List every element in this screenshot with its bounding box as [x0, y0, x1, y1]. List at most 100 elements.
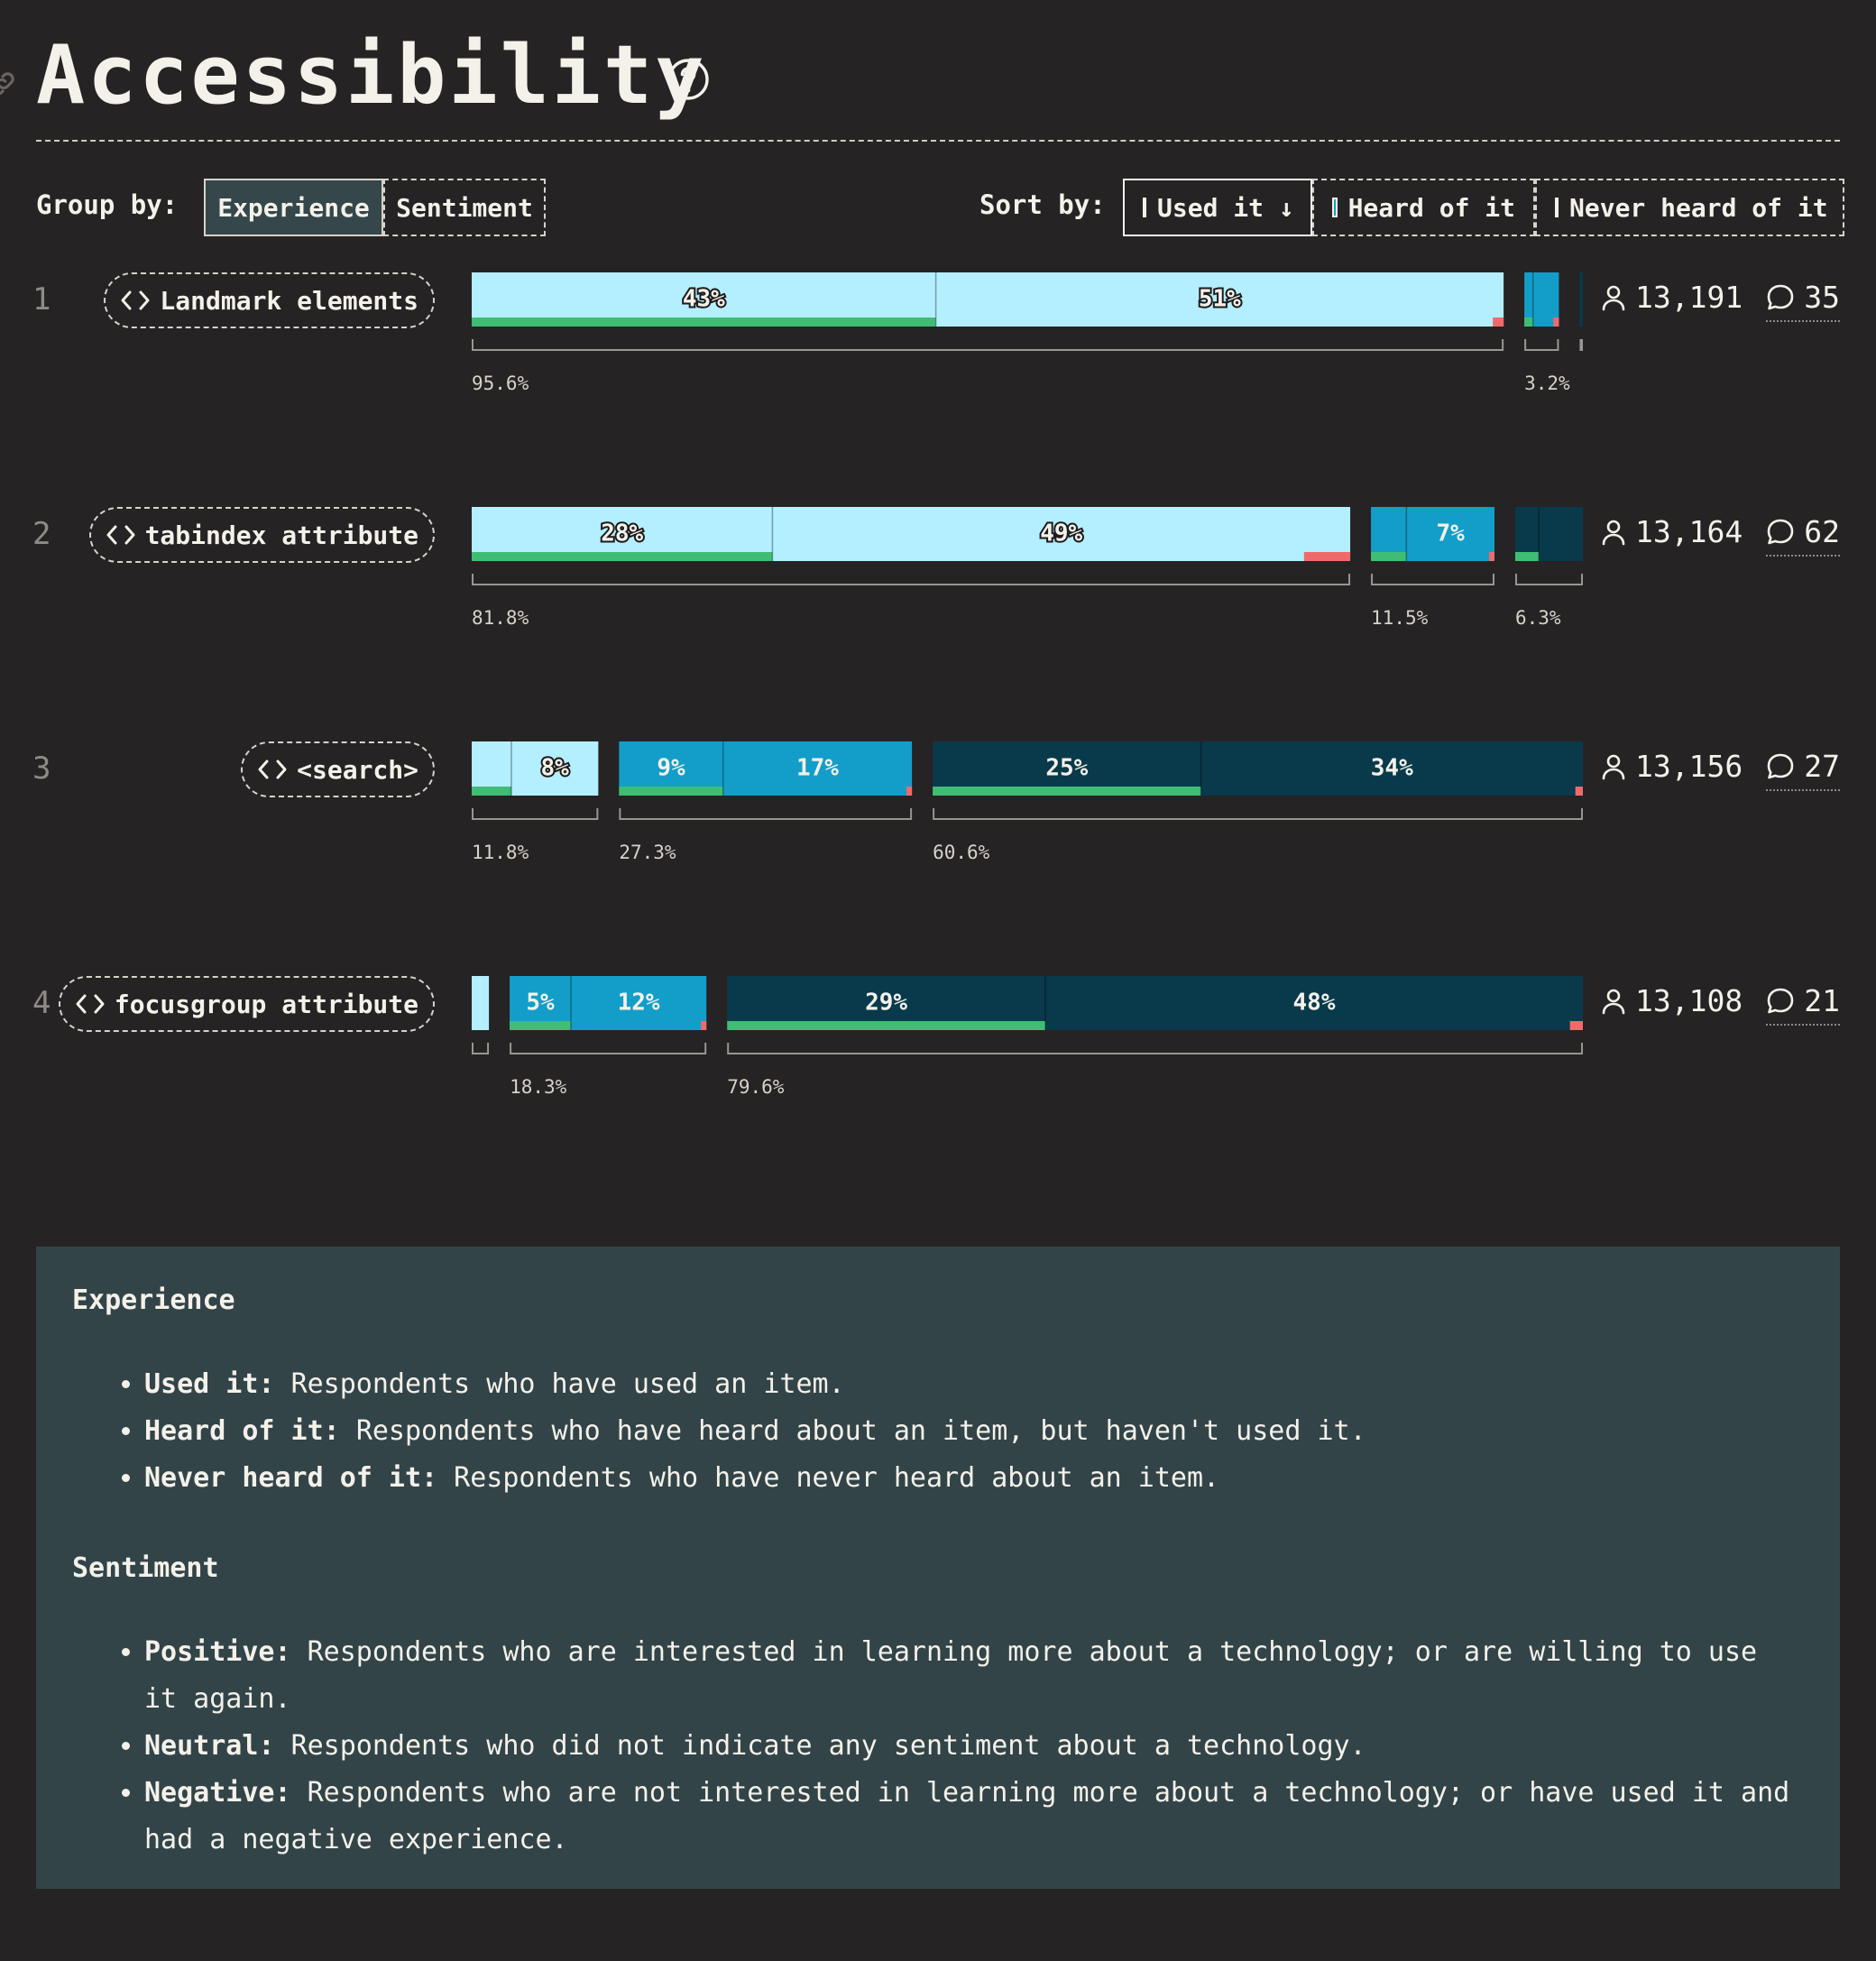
legend-description: Respondents who have used an item.	[290, 1368, 845, 1400]
negative-sentiment-mark	[1303, 552, 1351, 561]
legend-description: Respondents who are not interested in le…	[144, 1777, 1790, 1855]
segment-total-label: 11.5%	[1371, 607, 1429, 629]
positive-sentiment-mark	[1371, 552, 1407, 561]
legend-term: Heard of it:	[144, 1415, 340, 1447]
segment-total-label: 81.8%	[472, 607, 529, 629]
tech-name-chip[interactable]: focusgroup attribute	[58, 976, 435, 1032]
group-by-experience-button[interactable]: Experience	[204, 179, 383, 236]
legend-item-never-heard: Never heard of it: Respondents who have …	[144, 1455, 1804, 1502]
comment-count: 62	[1804, 514, 1840, 549]
legend-item-used-it: Used it: Respondents who have used an it…	[144, 1361, 1804, 1408]
segment-bracket	[472, 1043, 490, 1054]
segment-total-label: 95.6%	[472, 373, 529, 394]
segment-bracket	[933, 808, 1583, 820]
sort-never-heard-button[interactable]: Never heard of it	[1535, 179, 1844, 236]
tech-name: tabindex attribute	[144, 520, 418, 550]
legend-description: Respondents who have never heard about a…	[454, 1462, 1220, 1494]
legend-experience-list: Used it: Respondents who have used an it…	[72, 1361, 1804, 1502]
bar-segment-heard-of-it[interactable]: 5%12%18.3%	[510, 976, 707, 1098]
bar-segment-heard-of-it[interactable]: 9%17%27.3%	[619, 741, 913, 863]
comment-count: 21	[1804, 983, 1840, 1018]
positive-sentiment-mark	[933, 787, 1201, 796]
segment-bracket	[510, 1043, 707, 1054]
legend-term: Neutral:	[144, 1730, 275, 1762]
segment-percent-label: 48%	[1293, 990, 1336, 1017]
bar-segment-used-it[interactable]: 28%49%81.8%	[472, 507, 1351, 629]
negative-sentiment-mark	[701, 1021, 707, 1030]
bar-segment-heard-of-it[interactable]: 7%11.5%	[1371, 507, 1494, 629]
respondent-count-value: 13,156	[1635, 749, 1743, 784]
sort-used-it-button[interactable]: Used it ↓	[1123, 179, 1312, 236]
segment-percent-label: 5%	[526, 990, 555, 1017]
code-brackets-icon	[121, 290, 150, 310]
legend-item-negative: Negative: Respondents who are not intere…	[144, 1770, 1804, 1864]
tech-name-chip[interactable]: Landmark elements	[104, 272, 435, 328]
bar-segment-heard-of-it[interactable]: 3.2%	[1524, 272, 1570, 394]
bar-segment-used-it[interactable]: 8%11.8%	[472, 741, 599, 863]
comments-link[interactable]: 27	[1766, 749, 1840, 791]
tech-name-chip[interactable]: tabindex attribute	[88, 507, 435, 563]
never-heard-swatch	[1555, 198, 1559, 217]
segment-percent-label: 51%	[1199, 286, 1241, 313]
segment-bracket	[472, 339, 1504, 351]
negative-sentiment-mark	[1575, 787, 1583, 796]
segment-bracket	[619, 808, 913, 820]
comments-link[interactable]: 35	[1766, 280, 1840, 322]
segment-fill	[1579, 272, 1583, 327]
sort-heard-of-it-label: Heard of it	[1347, 192, 1515, 223]
group-by-toggle: Experience Sentiment	[204, 179, 546, 236]
bar-segment-never-heard-of-it[interactable]: 25%34%60.6%	[933, 741, 1583, 863]
row-rank: 4	[32, 985, 51, 1021]
group-by-label: Group by:	[36, 189, 179, 220]
negative-sentiment-mark	[1553, 318, 1559, 327]
positive-sentiment-mark	[1524, 318, 1533, 327]
segment-percent-label: 43%	[683, 286, 725, 313]
experience-bar-chart: 8%11.8%9%17%27.3%25%34%60.6%	[472, 741, 1583, 863]
tech-name-chip[interactable]: <search>	[241, 741, 435, 797]
speech-bubble-icon	[1767, 519, 1794, 544]
segment-bracket	[1371, 574, 1494, 585]
negative-sentiment-mark	[1493, 318, 1504, 327]
segment-percent-label: 25%	[1045, 755, 1088, 782]
bar-segment-never-heard-of-it[interactable]: 6.3%	[1514, 507, 1583, 629]
comments-link[interactable]: 62	[1766, 514, 1840, 557]
user-icon	[1602, 989, 1625, 1014]
bar-segment-never-heard-of-it[interactable]	[1579, 272, 1583, 351]
user-icon	[1602, 754, 1625, 779]
comments-link[interactable]: 21	[1766, 983, 1840, 1026]
help-circle-icon[interactable]	[666, 57, 711, 102]
used-it-swatch	[1143, 198, 1146, 217]
legend-panel: Experience Used it: Respondents who have…	[36, 1247, 1840, 1889]
segment-percent-label: 29%	[865, 990, 907, 1017]
bar-segment-used-it[interactable]	[472, 976, 490, 1054]
positive-sentiment-mark	[472, 787, 512, 796]
legend-term: Positive:	[144, 1636, 291, 1668]
group-by-sentiment-button[interactable]: Sentiment	[383, 179, 546, 236]
tech-row: 3<search>8%11.8%9%17%27.3%25%34%60.6%13,…	[0, 741, 1876, 922]
bar-segment-used-it[interactable]: 43% 51% 95.6%	[472, 272, 1504, 394]
experience-bar-chart: 43% 51% 95.6% 3.2%	[472, 272, 1583, 394]
legend-description: Respondents who are interested in learni…	[144, 1636, 1758, 1715]
positive-sentiment-mark	[472, 552, 773, 561]
sort-heard-of-it-button[interactable]: Heard of it	[1312, 179, 1535, 236]
segment-bracket	[1514, 574, 1583, 585]
legend-item-heard-of-it: Heard of it: Respondents who have heard …	[144, 1408, 1804, 1455]
row-rank: 1	[32, 281, 51, 318]
code-brackets-icon	[106, 525, 135, 545]
bar-segment-never-heard-of-it[interactable]: 29%48%79.6%	[727, 976, 1583, 1098]
speech-bubble-icon	[1767, 753, 1794, 778]
respondent-count-value: 13,191	[1635, 280, 1743, 315]
positive-sentiment-mark	[727, 1021, 1046, 1030]
segment-bracket	[472, 574, 1351, 585]
sort-never-heard-label: Never heard of it	[1569, 192, 1828, 223]
legend-term: Used it:	[144, 1368, 275, 1400]
segment-bracket	[1579, 339, 1583, 351]
speech-bubble-icon	[1767, 284, 1794, 309]
segment-total-label: 11.8%	[472, 842, 529, 863]
segment-fill	[472, 976, 490, 1030]
segment-total-label: 27.3%	[619, 842, 676, 863]
sort-by-toggle: Used it ↓ Heard of it Never heard of it	[1123, 179, 1844, 236]
segment-total-label: 3.2%	[1524, 373, 1570, 394]
respondent-count-value: 13,164	[1635, 514, 1743, 549]
anchor-link-icon[interactable]	[0, 69, 18, 99]
